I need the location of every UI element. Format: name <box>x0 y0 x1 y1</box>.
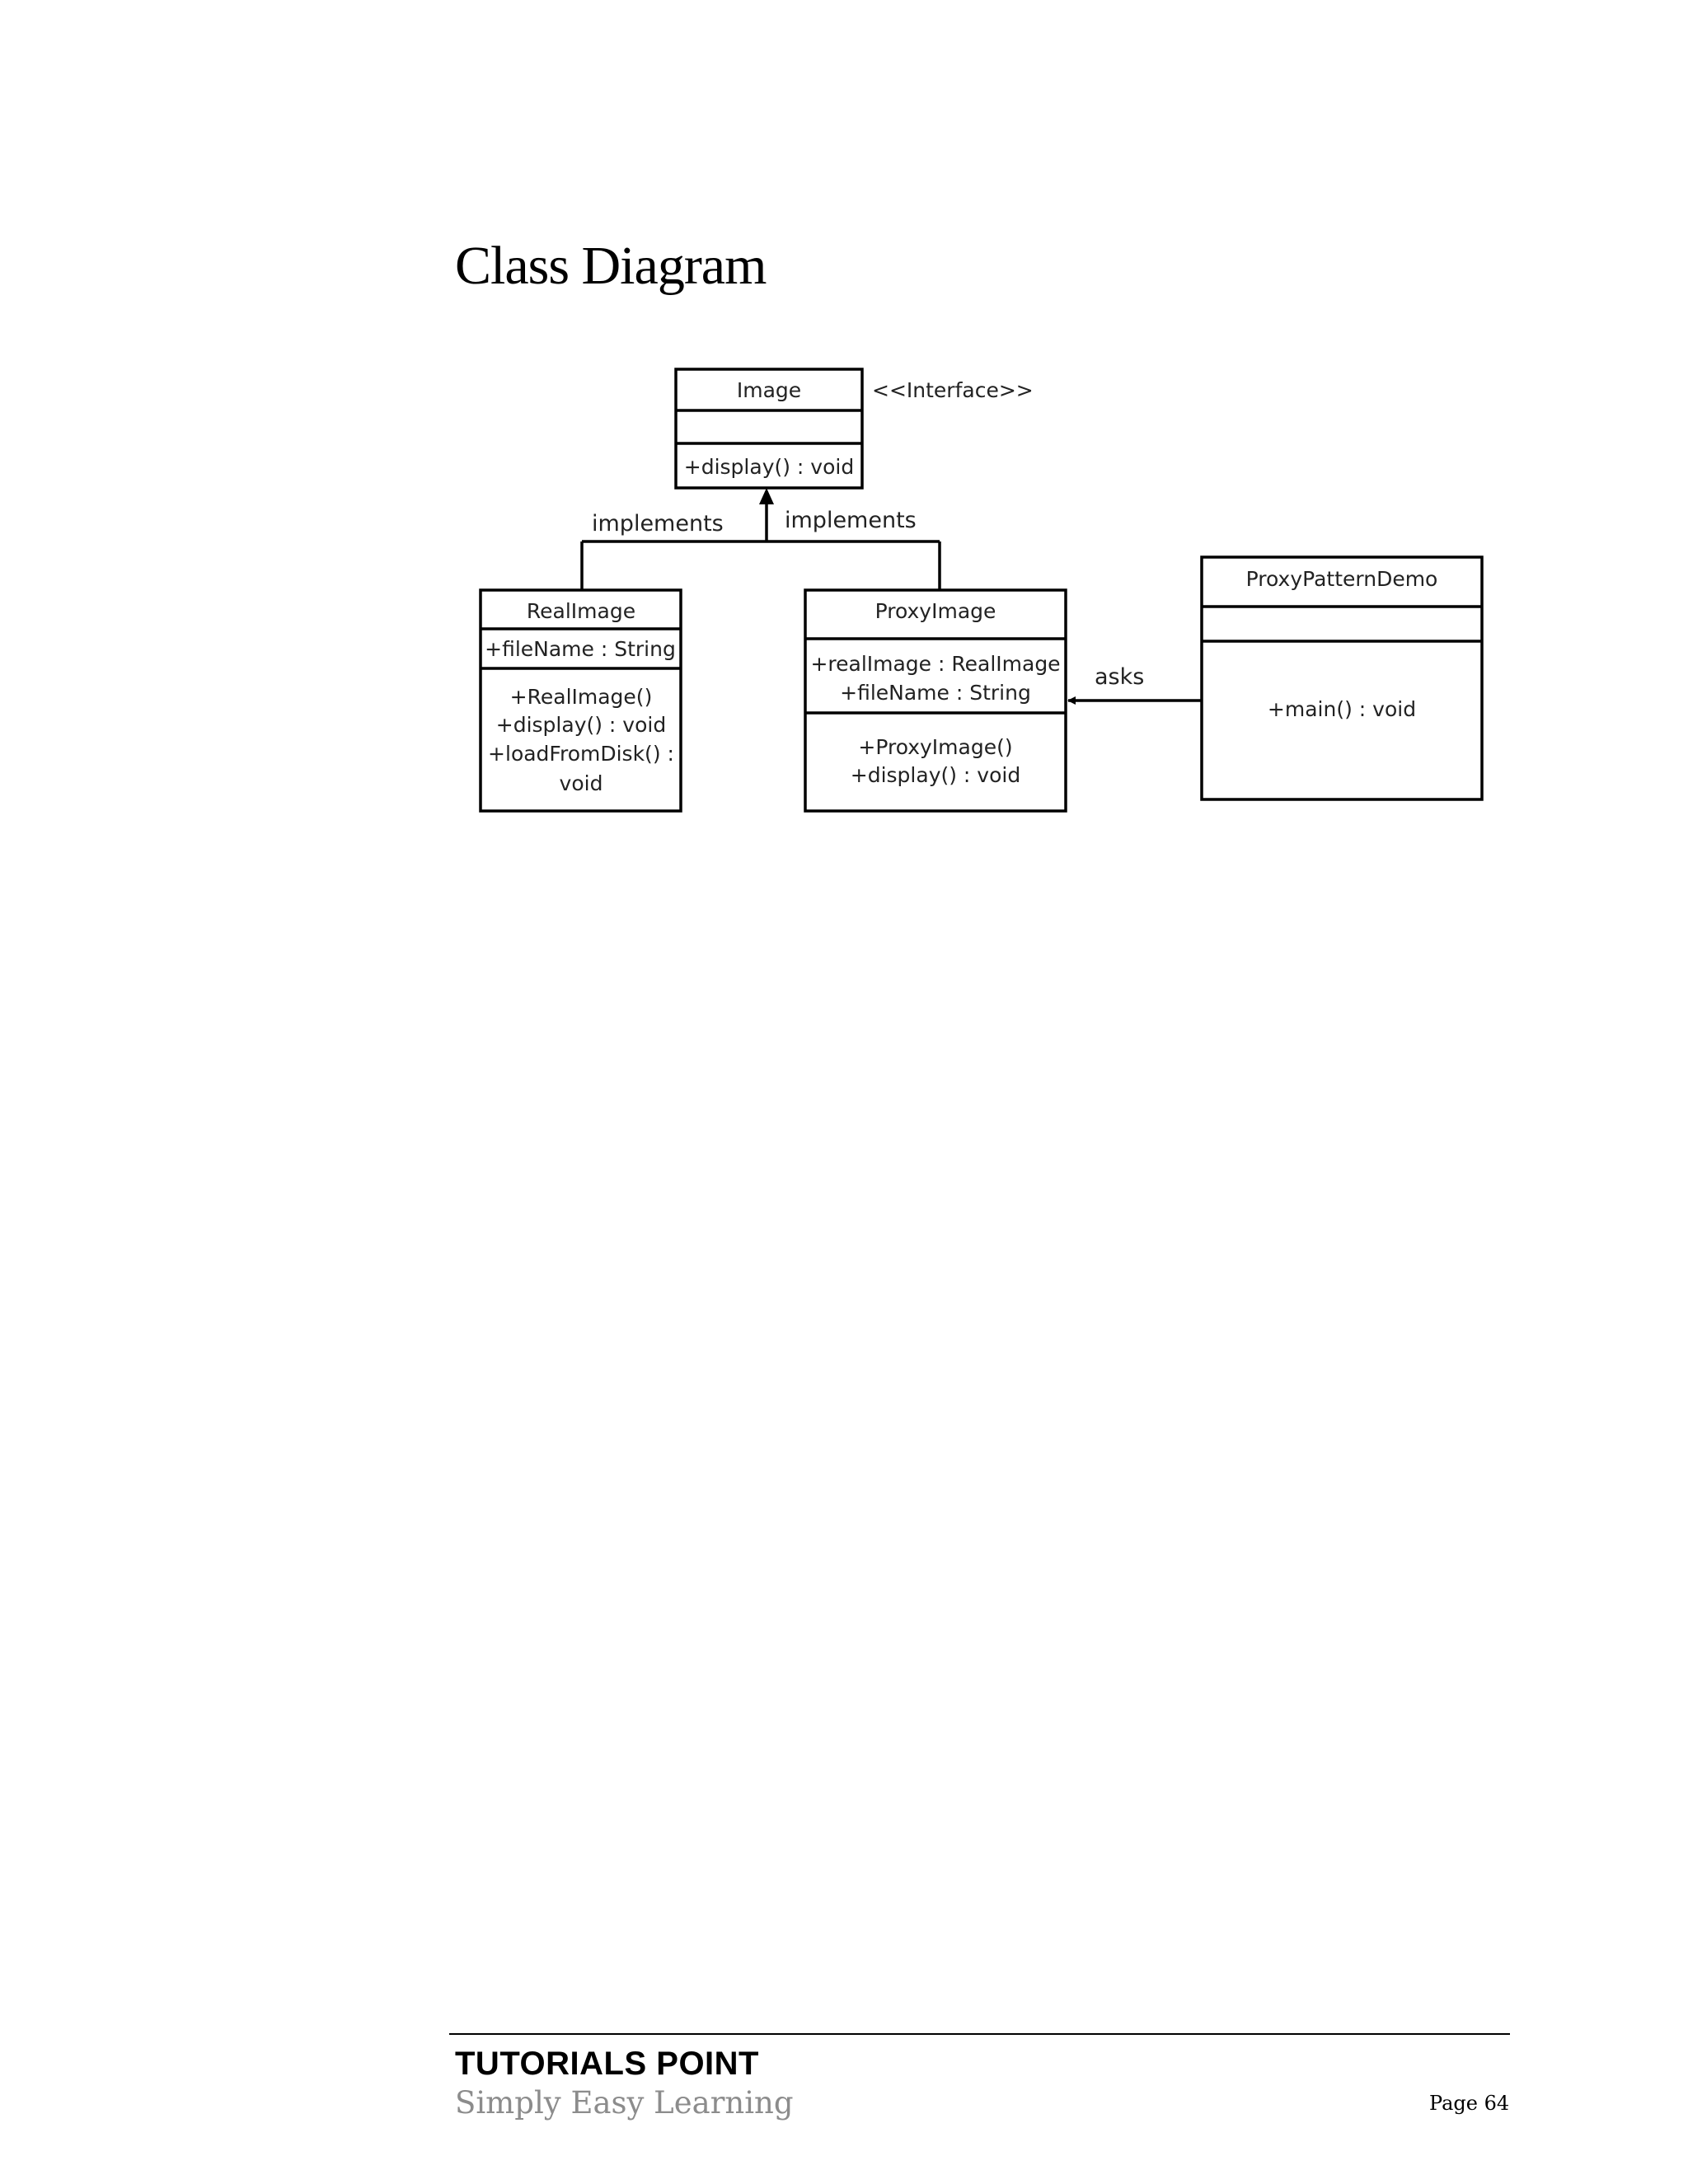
image-class-name: Image <box>737 378 801 402</box>
proxy-image-class-name: ProxyImage <box>875 599 996 623</box>
footer-tagline: Simply Easy Learning <box>455 2085 794 2121</box>
page-number: Page 64 <box>1429 2092 1510 2115</box>
real-image-method: void <box>560 771 603 795</box>
implements-label-right: implements <box>785 508 917 533</box>
uml-class-diagram: Image +display() : void <<Interface>> im… <box>479 368 1484 813</box>
implements-label-left: implements <box>592 511 724 537</box>
footer-divider <box>449 2033 1510 2035</box>
asks-label: asks <box>1095 664 1144 690</box>
interface-stereotype: <<Interface>> <box>872 378 1034 402</box>
image-class-method: +display() : void <box>684 455 854 479</box>
footer-brand: TUTORIALS POINT <box>455 2046 759 2082</box>
real-image-method: +RealImage() <box>510 685 653 709</box>
real-image-class-name: RealImage <box>527 599 635 623</box>
implements-connector <box>580 488 941 590</box>
real-image-class: RealImage +fileName : String +RealImage(… <box>479 588 682 813</box>
page-title: Class Diagram <box>455 236 767 296</box>
image-interface-class: Image +display() : void <box>674 368 864 490</box>
real-image-method: +loadFromDisk() : <box>488 742 674 766</box>
real-image-attribute: +fileName : String <box>485 637 676 661</box>
proxy-image-method: +ProxyImage() <box>858 735 1012 759</box>
proxy-image-method: +display() : void <box>851 763 1020 787</box>
proxy-image-class: ProxyImage +realImage : RealImage +fileN… <box>804 588 1067 813</box>
demo-class-name: ProxyPatternDemo <box>1246 567 1438 591</box>
proxy-pattern-demo-class: ProxyPatternDemo +main() : void <box>1200 555 1484 801</box>
proxy-image-attribute: +realImage : RealImage <box>810 652 1060 676</box>
proxy-image-attribute: +fileName : String <box>840 681 1031 705</box>
implements-arrowhead <box>759 488 774 504</box>
real-image-method: +display() : void <box>496 713 666 737</box>
demo-class-method: +main() : void <box>1268 697 1416 721</box>
